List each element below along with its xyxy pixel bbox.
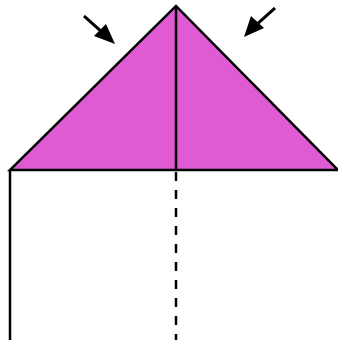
folded-triangle [6, 4, 338, 172]
arrow-left-fold [82, 14, 115, 44]
arrow-right-fold [244, 6, 277, 37]
arrow-right-head [244, 16, 264, 37]
arrow-left-head [94, 24, 115, 44]
